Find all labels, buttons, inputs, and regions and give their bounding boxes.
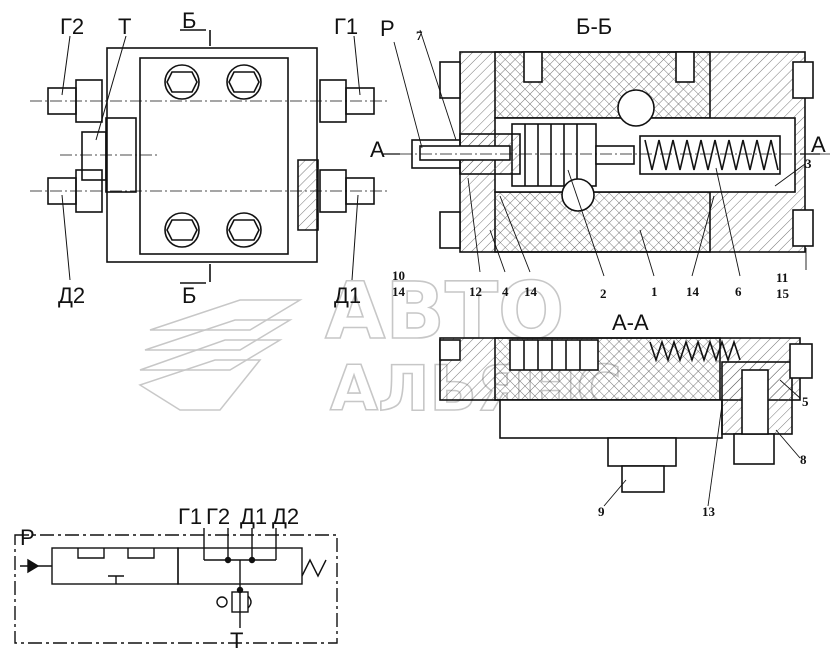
label-g1: Г1 <box>334 14 358 39</box>
label-t: Т <box>118 14 131 39</box>
pressure-arrow <box>27 558 40 574</box>
schematic-port-t: Т <box>230 628 243 653</box>
port-lines-top <box>203 528 277 561</box>
callout-15: 15 <box>776 286 790 301</box>
drilling-lower <box>561 178 595 212</box>
bolt-head <box>164 212 200 248</box>
callout-1: 1 <box>651 284 658 299</box>
callout-11: 11 <box>776 270 788 285</box>
hydraulic-schematic <box>14 528 338 644</box>
schematic-port-g2: Г2 <box>206 504 230 529</box>
spring <box>639 135 781 175</box>
aa-lower-block <box>499 399 723 439</box>
label-b-bottom: Б <box>182 283 196 308</box>
callout-7: 7 <box>416 28 423 43</box>
callout-5: 5 <box>802 394 809 409</box>
aa-spring <box>649 339 741 363</box>
bolt-head <box>164 64 200 100</box>
schematic-port-p: Р <box>20 525 35 550</box>
label-d1: Д1 <box>334 283 361 308</box>
aa-side-fitting <box>721 361 793 465</box>
bolt-head <box>226 212 262 248</box>
aa-leaders <box>603 379 801 507</box>
cap-right-bottom <box>792 209 814 247</box>
section-bb-title: Б-Б <box>576 14 612 39</box>
section-bb <box>382 29 830 277</box>
schematic-port-g1: Г1 <box>178 504 202 529</box>
spool <box>511 123 635 187</box>
aa-bottom-fitting <box>607 437 677 493</box>
callout-3: 3 <box>805 156 812 171</box>
arrow-a-right-label: А <box>811 132 826 157</box>
port-symbol <box>127 548 155 559</box>
center-lines <box>30 100 390 192</box>
section-aa-title: А-А <box>612 310 649 335</box>
drilling-upper <box>617 89 655 127</box>
callout-14-c: 14 <box>686 284 700 299</box>
cap-right-top <box>792 61 814 99</box>
junction-dot <box>248 556 256 564</box>
callout-4: 4 <box>502 284 509 299</box>
label-d2: Д2 <box>58 283 85 308</box>
valve-body-outline <box>106 47 318 263</box>
callout-2: 2 <box>600 286 607 301</box>
cap-left-top <box>439 61 461 99</box>
leader-lines <box>61 35 361 281</box>
leader-lines <box>393 29 807 277</box>
port-symbol <box>77 548 105 559</box>
callout-9: 9 <box>598 504 605 519</box>
callout-12: 12 <box>469 284 482 299</box>
callout-13: 13 <box>702 504 716 519</box>
schematic-boundary <box>14 534 338 644</box>
callout-14-b: 14 <box>524 284 538 299</box>
port-p-label: Р <box>380 16 395 41</box>
cap-left-bottom <box>439 211 461 249</box>
bolt-head <box>226 64 262 100</box>
callout-14-a: 14 <box>392 284 406 299</box>
watermark-logo <box>138 299 303 411</box>
junction-dot <box>224 556 232 564</box>
aa-spool-rings <box>523 340 581 370</box>
callout-6: 6 <box>735 284 742 299</box>
section-cutaway <box>297 159 319 231</box>
aa-callouts: 5 8 9 13 <box>598 394 809 519</box>
schematic-port-d1: Д1 <box>240 504 267 529</box>
return-spring-symbol <box>301 558 327 578</box>
callout-10: 10 <box>392 268 405 283</box>
aa-cap-left <box>439 339 461 361</box>
label-b-top: Б <box>182 8 196 33</box>
bb-callouts: 7 3 10 14 12 4 14 2 1 14 6 11 15 <box>392 28 812 301</box>
mounting-plate <box>139 57 289 255</box>
arrow-a-left-label: А <box>370 137 385 162</box>
check-valve-symbol <box>216 591 252 613</box>
schematic-port-d2: Д2 <box>272 504 299 529</box>
section-aa <box>439 337 813 507</box>
label-g2: Г2 <box>60 14 84 39</box>
lower-block <box>494 191 711 253</box>
front-view <box>30 29 390 284</box>
spool-position-left <box>51 547 179 585</box>
aa-cap-right <box>789 343 813 379</box>
callout-8: 8 <box>800 452 807 467</box>
bolt <box>523 51 543 83</box>
tank-symbol <box>108 575 124 584</box>
bolt <box>675 51 695 83</box>
